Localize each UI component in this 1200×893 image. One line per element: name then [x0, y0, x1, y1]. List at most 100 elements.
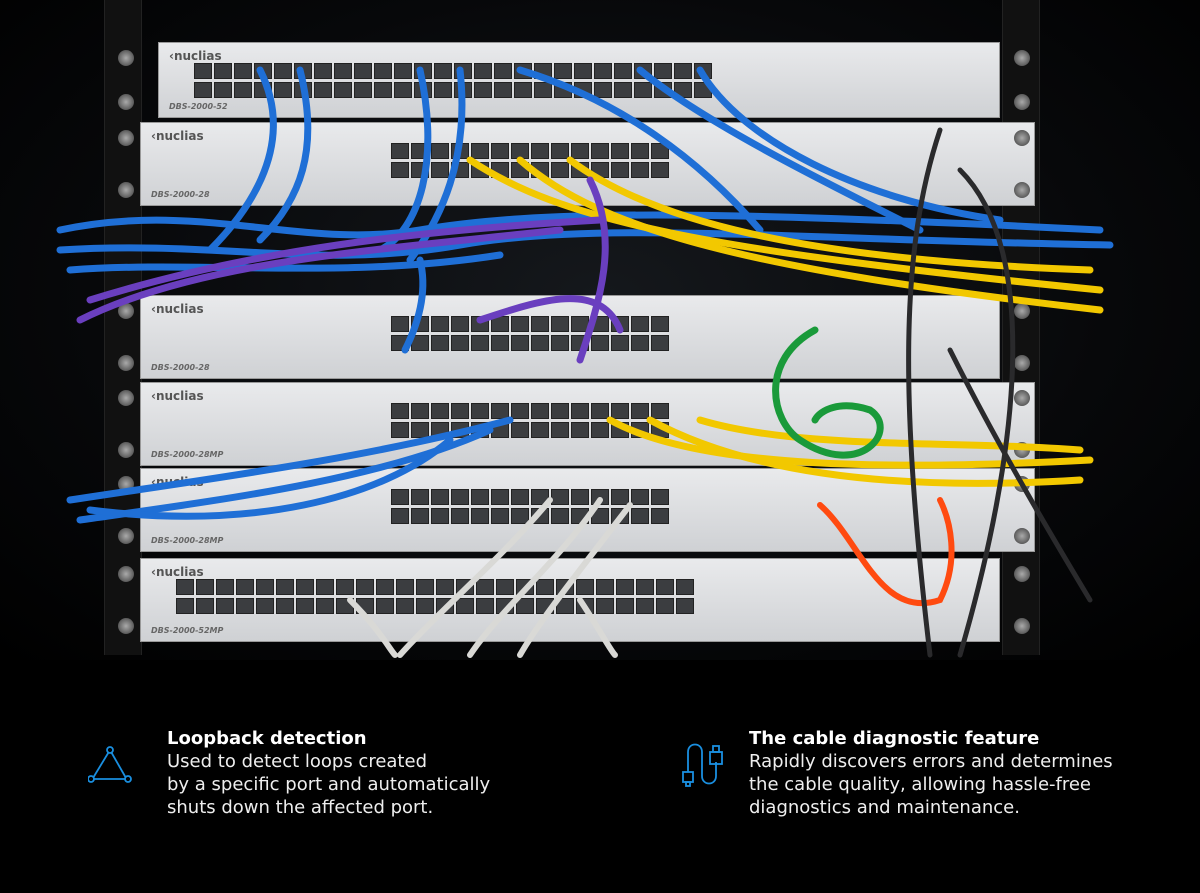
ethernet-port	[511, 508, 529, 524]
ethernet-port	[591, 143, 609, 159]
ethernet-port	[676, 579, 694, 595]
switch-model-label: DBS-2000-52MP	[151, 626, 224, 635]
ethernet-port	[651, 162, 669, 178]
ethernet-port	[296, 579, 314, 595]
ethernet-port	[611, 489, 629, 505]
ethernet-port	[391, 508, 409, 524]
ethernet-port	[656, 579, 674, 595]
ethernet-port	[434, 63, 452, 79]
ethernet-port	[236, 579, 254, 595]
ethernet-port	[511, 403, 529, 419]
ethernet-port	[431, 335, 449, 351]
ethernet-port	[651, 335, 669, 351]
ethernet-port	[636, 579, 654, 595]
ethernet-port	[591, 403, 609, 419]
ethernet-port	[274, 63, 292, 79]
rack-screw	[118, 182, 134, 198]
ethernet-port	[516, 598, 534, 614]
rack-screw	[118, 442, 134, 458]
ethernet-port	[376, 579, 394, 595]
ethernet-port	[511, 335, 529, 351]
ethernet-port	[416, 579, 434, 595]
ethernet-port	[531, 403, 549, 419]
ethernet-port	[631, 316, 649, 332]
ethernet-port	[574, 63, 592, 79]
rack-screw	[1014, 182, 1030, 198]
ethernet-port	[611, 403, 629, 419]
ethernet-port	[451, 316, 469, 332]
ethernet-port	[614, 82, 632, 98]
ethernet-port	[416, 598, 434, 614]
ethernet-port	[554, 63, 572, 79]
rack-screw	[118, 303, 134, 319]
ethernet-port	[456, 598, 474, 614]
ethernet-port	[196, 598, 214, 614]
rack-screw	[1014, 303, 1030, 319]
ethernet-port	[656, 598, 674, 614]
ethernet-port	[596, 579, 614, 595]
ethernet-port	[391, 316, 409, 332]
ethernet-port	[394, 63, 412, 79]
feature-title: The cable diagnostic feature	[749, 728, 1040, 749]
ethernet-port	[496, 579, 514, 595]
switch-model-label: DBS-2000-28	[151, 363, 210, 372]
ethernet-port	[531, 422, 549, 438]
rack-screw	[118, 528, 134, 544]
ethernet-port	[374, 82, 392, 98]
ethernet-port	[194, 82, 212, 98]
switch-model-label: DBS-2000-28MP	[151, 536, 224, 545]
ethernet-port	[616, 579, 634, 595]
rack-screw	[118, 566, 134, 582]
ethernet-port	[234, 82, 252, 98]
feature-body-line: diagnostics and maintenance.	[749, 797, 1020, 818]
ethernet-port	[594, 63, 612, 79]
ethernet-port	[534, 82, 552, 98]
ethernet-port	[316, 598, 334, 614]
ethernet-port	[531, 335, 549, 351]
ethernet-port	[451, 508, 469, 524]
ethernet-port	[196, 579, 214, 595]
switch-model-label: DBS-2000-52	[169, 102, 228, 111]
rack-screw	[1014, 94, 1030, 110]
ethernet-port	[391, 489, 409, 505]
ethernet-port	[394, 82, 412, 98]
ethernet-port	[551, 489, 569, 505]
rack-screw	[1014, 355, 1030, 371]
ethernet-port	[396, 598, 414, 614]
ethernet-port	[654, 63, 672, 79]
ethernet-port	[616, 598, 634, 614]
rack-screw	[118, 130, 134, 146]
feature-body-line: the cable quality, allowing hassle-free	[749, 774, 1092, 795]
ethernet-port	[214, 82, 232, 98]
ethernet-port	[451, 489, 469, 505]
ethernet-port	[411, 508, 429, 524]
ethernet-port	[631, 508, 649, 524]
feature-loopback-detection: Loopback detection Used to detect loops …	[167, 727, 490, 819]
ethernet-port	[491, 403, 509, 419]
ethernet-port	[216, 579, 234, 595]
brand-logo: ‹nuclias	[151, 389, 204, 403]
brand-logo: ‹nuclias	[169, 49, 222, 63]
rack-screw	[1014, 130, 1030, 146]
ethernet-port	[471, 335, 489, 351]
rack-screw	[118, 390, 134, 406]
ethernet-port	[491, 508, 509, 524]
ethernet-port	[396, 579, 414, 595]
cable-icon	[682, 743, 723, 787]
ethernet-port	[511, 422, 529, 438]
rack-screw	[1014, 566, 1030, 582]
feature-body-line: Used to detect loops created	[167, 751, 427, 772]
ethernet-port	[391, 143, 409, 159]
ethernet-port	[476, 579, 494, 595]
ethernet-port	[651, 143, 669, 159]
ethernet-port	[551, 316, 569, 332]
ethernet-port	[631, 162, 649, 178]
ethernet-port	[494, 82, 512, 98]
ethernet-port	[411, 403, 429, 419]
ethernet-port	[354, 82, 372, 98]
ethernet-port	[334, 63, 352, 79]
rack-screw	[1014, 390, 1030, 406]
switch-model-label: DBS-2000-28MP	[151, 450, 224, 459]
ethernet-port	[411, 422, 429, 438]
rack-screw	[118, 94, 134, 110]
